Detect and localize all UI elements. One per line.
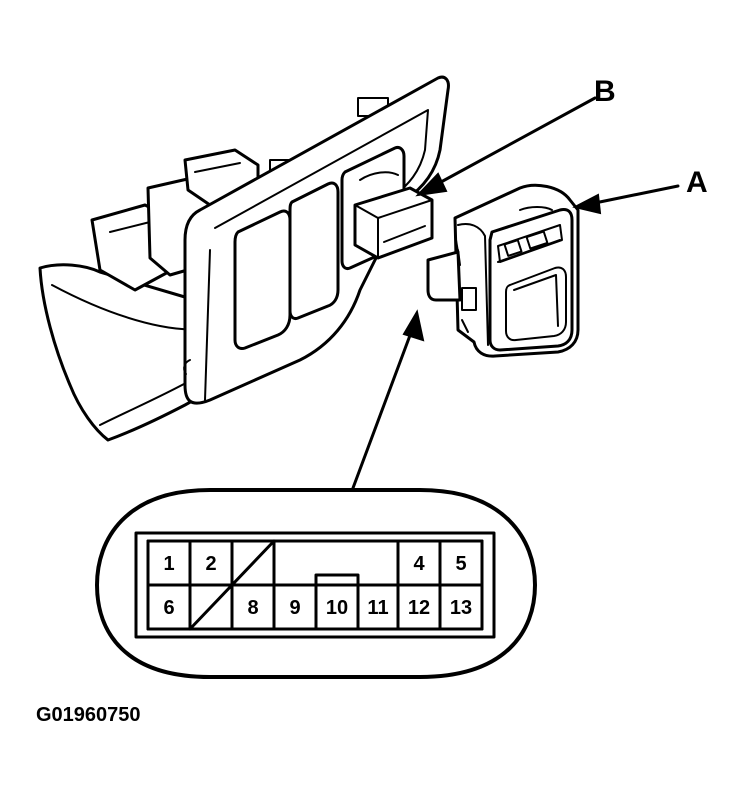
pin-cell-5	[438, 539, 484, 587]
arrowhead-a	[572, 193, 602, 215]
pin-label-12: 12	[408, 597, 430, 619]
pin-label-6: 6	[163, 597, 174, 619]
pin-label-9: 9	[289, 597, 300, 619]
connector-face-detail: 1 2 4 5 6 8 9 10 11 12 13	[95, 488, 537, 679]
connector-b-plug	[353, 186, 434, 260]
pin-cell-6	[146, 583, 192, 631]
pin-label-1: 1	[163, 553, 174, 575]
pin-label-8: 8	[247, 597, 258, 619]
figure-code: G01960750	[36, 704, 141, 726]
dashboard-panel	[38, 75, 450, 442]
pin-label-2: 2	[205, 553, 216, 575]
arrowhead-b	[415, 172, 448, 197]
pin-label-10: 10	[326, 597, 348, 619]
pin-label-5: 5	[455, 553, 466, 575]
callout-a-label: A	[686, 166, 708, 199]
pin-cell-1	[146, 539, 192, 587]
pin-label-4: 4	[413, 553, 425, 575]
pin-cell-9	[272, 583, 318, 631]
locking-tab	[314, 573, 360, 591]
arrowhead-detail	[402, 309, 425, 342]
pin-cell-8	[230, 583, 276, 631]
pin-label-13: 13	[450, 597, 472, 619]
pin-cell-13	[438, 583, 484, 631]
pin-cell-12	[396, 583, 442, 631]
mirror-switch-a	[426, 183, 580, 358]
pin-label-11: 11	[367, 597, 388, 619]
blank-cavity-slash	[188, 539, 276, 631]
callout-arrows	[351, 96, 680, 490]
callout-b-label: B	[594, 75, 616, 108]
